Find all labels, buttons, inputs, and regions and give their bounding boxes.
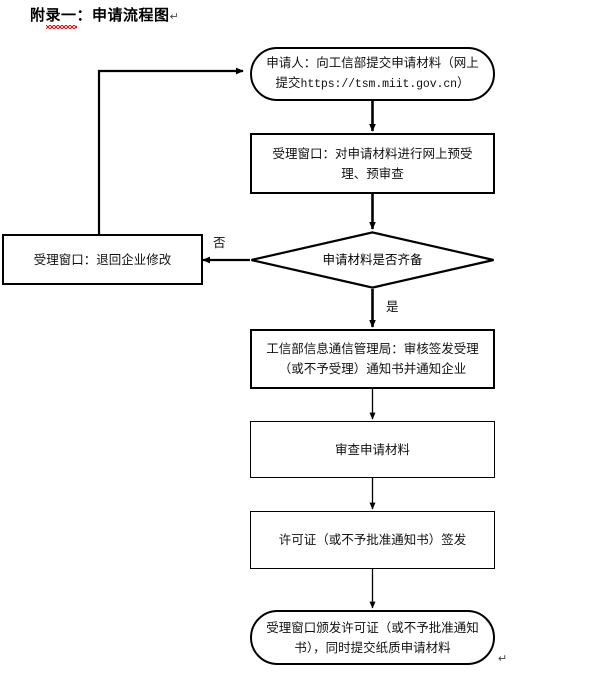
flow-node-window-grants-license-label: 受理窗口颁发许可证（或不予批准通知书），同时提交纸质申请材料	[266, 620, 479, 655]
edge-label-no: 否	[213, 236, 226, 250]
spellcheck-squiggle: 录一	[45, 8, 77, 29]
flow-node-license-issued-label: 许可证（或不予批准通知书）签发	[278, 533, 467, 547]
flow-node-license-issued[interactable]: 许可证（或不予批准通知书）签发	[250, 511, 495, 569]
flow-node-materials-complete-decision-label: 申请材料是否齐备	[322, 253, 423, 267]
flow-node-applicant-submit[interactable]: 申请人：向工信部提交申请材料（网上 提交https://tsm.miit.gov…	[250, 47, 495, 101]
flow-node-materials-complete-decision[interactable]: 申请材料是否齐备	[250, 231, 495, 289]
flow-node-miit-bureau-issue-notice-label: 工信部信息通信管理局：审核签发受理（或不予受理）通知书并通知企业	[266, 342, 479, 376]
flow-node-review-materials[interactable]: 审查申请材料	[250, 421, 495, 478]
flow-node-online-preacceptance-label: 受理窗口：对申请材料进行网上预受理、预审查	[272, 146, 473, 181]
flow-node-applicant-submit-label: 申请人：向工信部提交申请材料（网上 提交https://tsm.miit.gov…	[266, 56, 479, 91]
flow-node-return-for-revision-label: 受理窗口：退回企业修改	[33, 252, 172, 267]
flow-node-online-preacceptance[interactable]: 受理窗口：对申请材料进行网上预受理、预审查	[250, 133, 495, 194]
flow-node-window-grants-license[interactable]: 受理窗口颁发许可证（或不予批准通知书），同时提交纸质申请材料	[250, 610, 495, 665]
page-title: 附录一：申请流程图↵	[30, 6, 180, 29]
edge-label-yes: 是	[386, 300, 399, 314]
flow-node-miit-bureau-issue-notice[interactable]: 工信部信息通信管理局：审核签发受理（或不予受理）通知书并通知企业	[250, 329, 495, 389]
diamond-shape	[251, 231, 494, 289]
page-title-main: 申请流程图	[92, 8, 170, 24]
end-paragraph-mark-icon: ↵	[498, 653, 508, 665]
flow-node-return-for-revision[interactable]: 受理窗口：退回企业修改	[2, 234, 203, 285]
flow-node-review-materials-label: 审查申请材料	[334, 442, 410, 457]
page-title-prefix: 附录一：	[30, 8, 93, 29]
paragraph-mark-icon: ↵	[169, 11, 180, 23]
edge-n4-n1-feedback	[97, 67, 244, 234]
submission-url: https://tsm.miit.gov.cn	[300, 78, 458, 91]
